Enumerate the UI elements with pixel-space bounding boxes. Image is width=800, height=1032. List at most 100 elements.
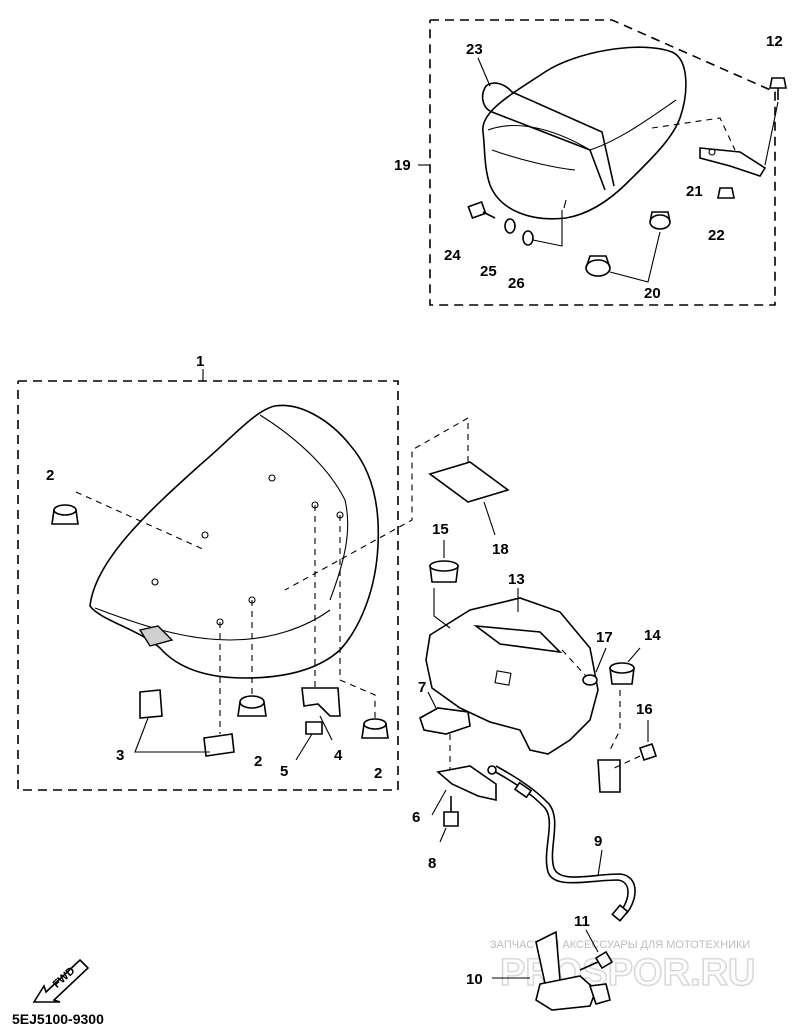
rear-seat-group (418, 19, 787, 306)
leader-23 (477, 57, 491, 87)
callout-13: 13 (508, 571, 525, 588)
clip-3b (203, 733, 235, 757)
callout-18: 18 (492, 541, 509, 558)
callout-4: 4 (334, 747, 343, 764)
callout-2b: 2 (254, 753, 262, 770)
leader-12 (764, 101, 779, 166)
callout-2a: 2 (46, 467, 54, 484)
bracket-7 (419, 707, 471, 735)
leader-17 (595, 647, 607, 673)
main-seat-front-edge (94, 607, 331, 641)
callout-labels: 1 2 2 2 3 4 5 6 7 8 9 10 11 12 13 14 15 … (46, 33, 783, 988)
leader-7 (427, 691, 437, 709)
group-19-boundary (429, 19, 776, 306)
leader-14-dash (609, 690, 621, 751)
main-seat-under (138, 625, 174, 647)
watermark-caption: ЗАПЧАСТИ И АКСЕССУАРЫ ДЛЯ МОТОТЕХНИКИ (490, 939, 750, 951)
label-18 (428, 461, 510, 503)
fwd-arrow: FWD (32, 958, 90, 1003)
main-seat-body (89, 404, 380, 679)
rear-seat-body (482, 46, 687, 220)
leader-5 (295, 733, 313, 761)
leader-rear-bolts (532, 199, 567, 247)
leader-6 (431, 789, 447, 816)
callout-6: 6 (412, 809, 420, 826)
callout-23: 23 (466, 41, 483, 58)
cable-9-end (513, 781, 533, 799)
damper-20b (585, 259, 611, 277)
leader-3 (134, 717, 210, 753)
plug-14 (609, 662, 635, 685)
grommet-17 (582, 674, 598, 686)
callout-26: 26 (508, 275, 525, 292)
leader-16-dash (609, 755, 641, 771)
callout-2c: 2 (374, 765, 382, 782)
nut-5 (305, 721, 323, 735)
callout-15: 15 (432, 521, 449, 538)
damper-2a (51, 504, 79, 525)
callout-24: 24 (444, 247, 461, 264)
watermark: PROSPOR.RU ЗАПЧАСТИ И АКСЕССУАРЫ ДЛЯ МОТ… (490, 939, 756, 995)
washer-25 (504, 218, 516, 234)
clip-3a (139, 689, 163, 719)
damper-20a-body (649, 211, 671, 223)
damper-20b-body (585, 255, 611, 269)
cable-9-end-b (611, 904, 629, 922)
callout-17: 17 (596, 629, 613, 646)
bracket-21 (699, 147, 767, 177)
callout-16: 16 (636, 701, 653, 718)
leader-21-dash (651, 117, 736, 151)
callout-3: 3 (116, 747, 124, 764)
washer-26 (522, 230, 534, 246)
cover-13-recess (473, 624, 563, 654)
callout-8: 8 (428, 855, 436, 872)
group-1-boundary (17, 380, 399, 791)
callout-22: 22 (708, 227, 725, 244)
damper-2c (361, 718, 389, 739)
damper-2b (237, 695, 267, 717)
screw-11 (579, 950, 614, 971)
cable-9 (491, 769, 629, 913)
seat-lock-group (284, 417, 658, 1011)
callout-5: 5 (280, 763, 288, 780)
leader-20 (609, 231, 661, 283)
leader-4 (319, 715, 333, 741)
leader-18 (483, 501, 496, 536)
callout-10: 10 (466, 971, 483, 988)
leader-15-dash (433, 588, 451, 629)
callout-9: 9 (594, 833, 602, 850)
leader-17-dash (561, 649, 587, 677)
cover-tab (597, 759, 621, 793)
bracket-4 (301, 687, 341, 717)
callout-19: 19 (394, 157, 411, 174)
callout-14: 14 (644, 627, 661, 644)
latch-6 (436, 765, 497, 801)
callout-12: 12 (766, 33, 783, 50)
callout-7: 7 (418, 679, 426, 696)
bolt-22 (717, 187, 735, 199)
leader-11 (585, 929, 599, 953)
bolt-12 (769, 77, 787, 100)
callout-20: 20 (644, 285, 661, 302)
damper-20a (649, 214, 671, 230)
callout-1: 1 (196, 353, 204, 370)
callout-25: 25 (480, 263, 497, 280)
diagram-code: 5EJ5100-9300 (12, 1011, 104, 1027)
cap-15 (429, 560, 459, 583)
bolt-8 (443, 796, 459, 827)
main-seat-side-seam (259, 414, 349, 601)
leader-2a-dash (75, 491, 206, 551)
leader-2c-dash (339, 515, 376, 718)
cable-9-outer (495, 765, 636, 915)
cover-13 (425, 597, 599, 755)
leader-9 (597, 849, 603, 877)
bolt-24 (467, 200, 496, 220)
bolt-16 (638, 742, 658, 762)
callout-11: 11 (574, 913, 590, 930)
leader-8 (439, 827, 447, 843)
lock-10 (535, 930, 611, 1011)
rear-seat-side-seam (491, 149, 576, 171)
callout-21: 21 (686, 183, 703, 200)
leader-14 (627, 647, 641, 663)
